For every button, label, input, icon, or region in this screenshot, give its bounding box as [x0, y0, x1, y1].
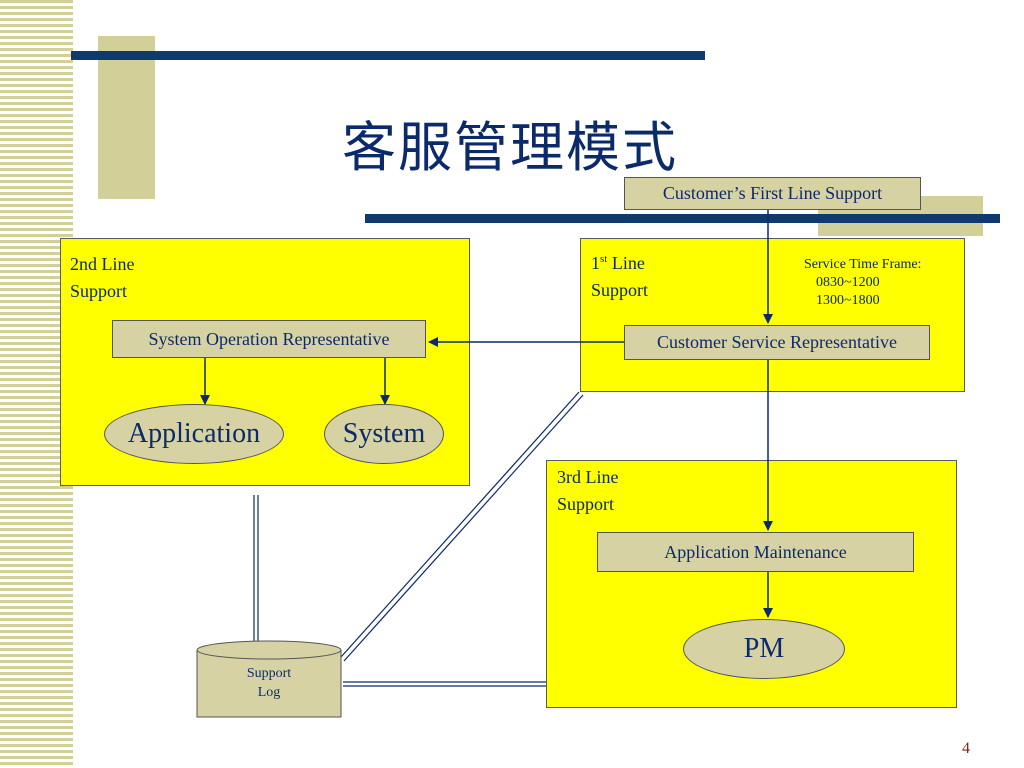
title-decoration-bar-mid	[365, 214, 1000, 223]
page-number: 4	[962, 740, 970, 757]
title-decoration-bar-top	[71, 51, 705, 60]
first-line-title-number: 1	[591, 253, 600, 273]
first-line-title-sup: st	[600, 253, 608, 265]
first-line-panel-title: 1st Line Support	[591, 246, 648, 304]
first-line-title-rest: Line	[607, 253, 645, 273]
second-line-title-line2: Support	[70, 281, 128, 301]
service-time-afternoon: 1300~1800	[816, 293, 880, 308]
first-line-title-line1: 1st Line	[591, 246, 648, 277]
system-operation-representative-box: System Operation Representative	[112, 320, 426, 358]
support-log-line2: Log	[257, 685, 281, 700]
third-line-panel-title: 3rd Line Support	[557, 464, 618, 518]
database-icon	[196, 640, 342, 718]
double-line-second-line-to-log	[253, 495, 259, 650]
service-time-frame: Service Time Frame: 0830~1200 1300~1800	[804, 256, 921, 310]
service-time-title: Service Time Frame:	[804, 257, 922, 272]
support-log-cylinder: Support Log	[196, 640, 342, 718]
second-line-panel-title: 2nd Line Support	[70, 251, 135, 305]
third-line-title-line2: Support	[557, 494, 615, 514]
third-line-title-line1: 3rd Line	[557, 467, 619, 487]
support-log-line1: Support	[246, 666, 292, 681]
application-maintenance-box: Application Maintenance	[597, 532, 914, 572]
double-line-third-line-to-log	[343, 681, 546, 687]
double-line-first-line-to-log	[340, 391, 584, 662]
service-time-morning: 0830~1200	[816, 275, 880, 290]
first-line-entry-box: Customer’s First Line Support	[624, 177, 921, 210]
support-log-label: Support Log	[196, 664, 342, 702]
second-line-title-line1: 2nd Line	[70, 254, 135, 274]
application-oval: Application	[104, 404, 284, 464]
customer-service-representative-box: Customer Service Representative	[624, 325, 930, 360]
title-decoration-block-left	[98, 36, 155, 199]
pm-oval: PM	[683, 619, 845, 679]
first-line-title-line2: Support	[591, 280, 649, 300]
system-oval: System	[324, 404, 444, 464]
slide-title: 客服管理模式	[342, 116, 678, 179]
